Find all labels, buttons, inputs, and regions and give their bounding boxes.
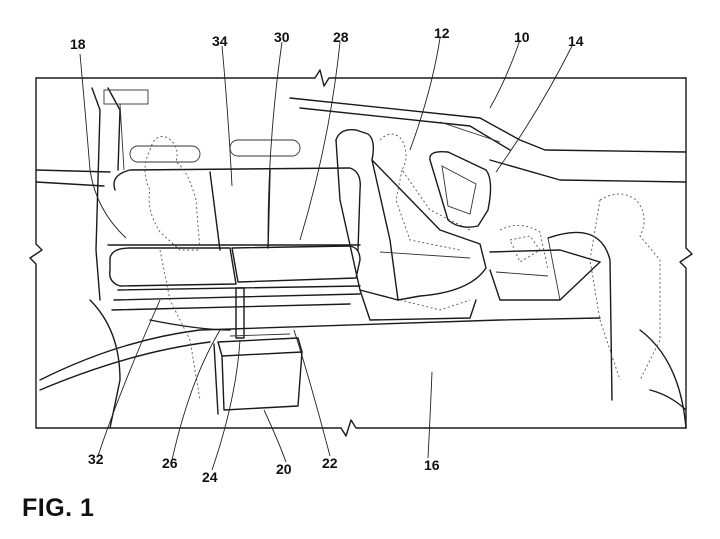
ref-label-24: 24 [202, 469, 218, 485]
ref-label-26: 26 [162, 455, 178, 471]
ref-label-16: 16 [424, 457, 440, 473]
ref-label-30: 30 [274, 29, 290, 45]
ref-label-28: 28 [333, 29, 349, 45]
reference-numerals: 18 34 30 28 12 10 14 32 26 24 20 22 16 [70, 25, 584, 485]
figure-frame [30, 70, 692, 436]
ref-label-12: 12 [434, 25, 450, 41]
ref-label-14: 14 [568, 33, 584, 49]
vehicle-interior [36, 88, 686, 428]
ref-label-22: 22 [322, 455, 338, 471]
ref-label-32: 32 [88, 451, 104, 467]
figure-caption: FIG. 1 [22, 494, 94, 523]
ref-label-34: 34 [212, 33, 228, 49]
ref-label-20: 20 [276, 461, 292, 477]
leader-lines [80, 38, 572, 470]
ref-label-18: 18 [70, 36, 86, 52]
ref-label-10: 10 [514, 29, 530, 45]
